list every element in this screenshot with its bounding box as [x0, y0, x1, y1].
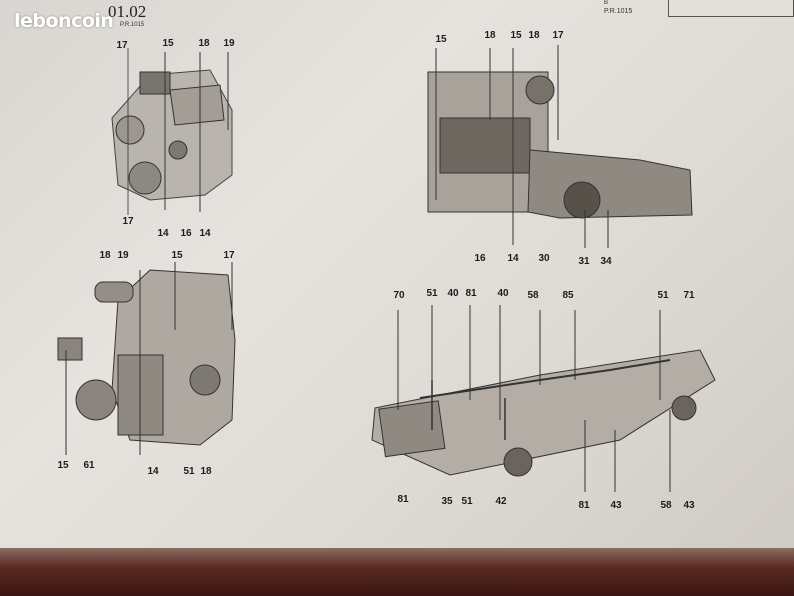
callout: 58 — [527, 290, 539, 301]
callout: 51 — [426, 288, 438, 299]
callout: 18 — [99, 250, 111, 261]
table-edge — [0, 548, 794, 596]
manual-page — [0, 0, 794, 562]
callout: 30 — [538, 253, 550, 264]
callout: 15 — [162, 38, 174, 49]
callout: 15 — [510, 30, 522, 41]
callout: 58 — [660, 500, 672, 511]
callout: 71 — [683, 290, 695, 301]
callout: 14 — [507, 253, 519, 264]
callout: 18 — [200, 466, 212, 477]
callout: 18 — [528, 30, 540, 41]
callout: 51 — [183, 466, 195, 477]
chassis-drawing — [371, 305, 716, 492]
technical-drawings — [57, 45, 716, 492]
callout: 43 — [610, 500, 622, 511]
engine-drawing-1 — [111, 48, 233, 215]
callout: 14 — [157, 228, 169, 239]
callout: 70 — [393, 290, 405, 301]
callout: 85 — [562, 290, 574, 301]
callout: 14 — [199, 228, 211, 239]
callout: 40 — [447, 288, 459, 299]
callout: 15 — [171, 250, 183, 261]
callout: 40 — [497, 288, 509, 299]
callout: 81 — [465, 288, 477, 299]
callout: 16 — [474, 253, 486, 264]
callout: 42 — [495, 496, 507, 507]
callout: 19 — [223, 38, 235, 49]
callout: 17 — [552, 30, 564, 41]
leboncoin-watermark: leboncoin — [14, 10, 114, 32]
callout: 15 — [57, 460, 69, 471]
callout: 17 — [116, 40, 128, 51]
callout: 51 — [461, 496, 473, 507]
page-code-sub: P.R.1015 — [120, 22, 145, 28]
callout: 61 — [83, 460, 95, 471]
callout: 81 — [578, 500, 590, 511]
callout: 14 — [147, 466, 159, 477]
callout: 51 — [657, 290, 669, 301]
engine-drawing-3 — [57, 262, 236, 455]
callout: 17 — [122, 216, 134, 227]
callout: 34 — [600, 256, 612, 267]
callout: 15 — [435, 34, 447, 45]
callout: 31 — [578, 256, 590, 267]
callout: 43 — [683, 500, 695, 511]
callout: 17 — [223, 250, 235, 261]
callout: 16 — [180, 228, 192, 239]
callout: 18 — [198, 38, 210, 49]
right-ref-letter: B — [604, 0, 609, 6]
callout: 19 — [117, 250, 129, 261]
engine-drawing-2 — [427, 45, 693, 248]
callout: 35 — [441, 496, 453, 507]
page-code: 01.02 — [108, 2, 147, 21]
callout: 81 — [397, 494, 409, 505]
callout: 18 — [484, 30, 496, 41]
right-ref: P.R.1015 — [604, 8, 633, 15]
